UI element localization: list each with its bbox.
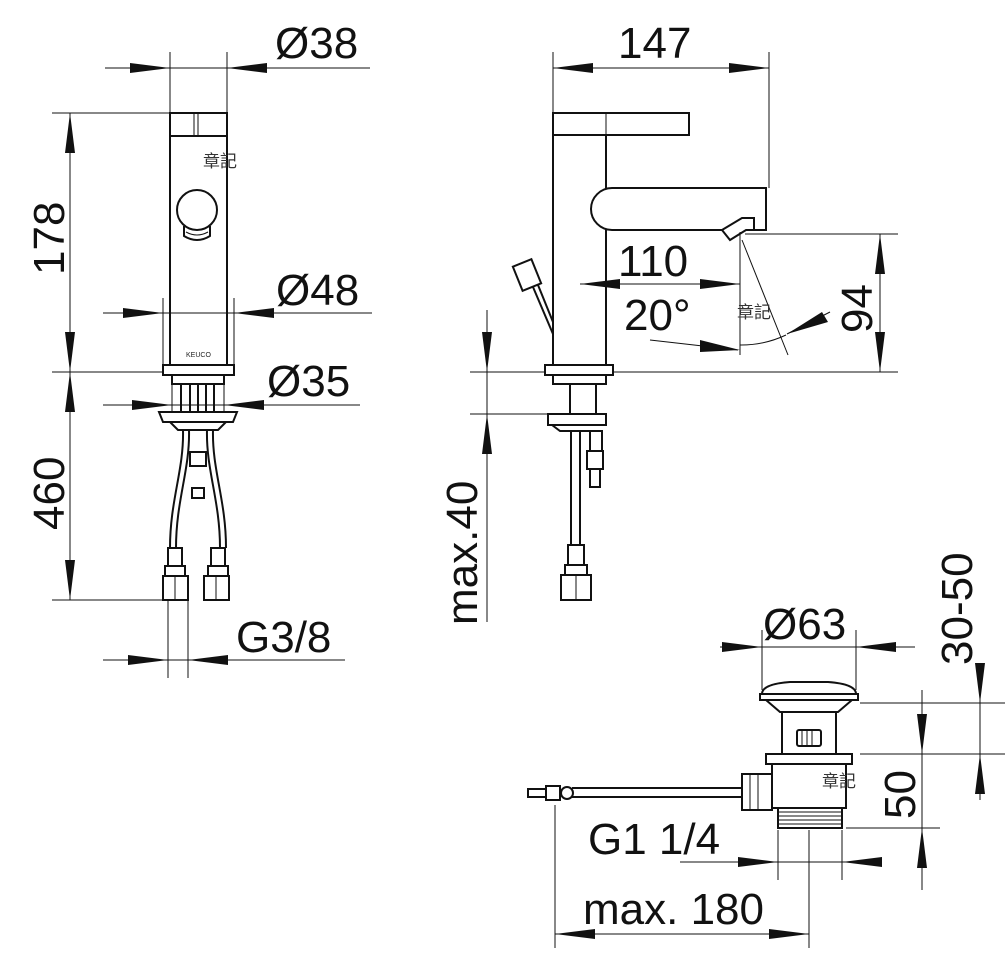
front-dimensions: Ø38 178 Ø48 Ø35 460 G3/8 xyxy=(25,19,372,678)
dim-waste-cap-diameter: Ø63 xyxy=(763,600,846,649)
waste-dimensions: Ø63 30-50 50 G1 1/4 max. 180 xyxy=(554,552,1005,948)
waste-thread xyxy=(777,807,843,829)
dim-side-spout-height: 94 xyxy=(833,284,882,333)
dim-side-reach: 110 xyxy=(618,237,688,286)
front-mounting-plate xyxy=(157,411,239,423)
dim-front-top-diameter: Ø38 xyxy=(275,19,358,68)
side-aerator xyxy=(720,217,755,242)
side-view xyxy=(511,112,767,601)
dim-side-angle: 20° xyxy=(624,291,691,340)
side-faucet-body xyxy=(552,134,607,366)
watermark-stamp: 章記 xyxy=(203,152,237,172)
watermark-stamp-3: 章記 xyxy=(822,772,856,792)
front-view: KEUCO 章記 xyxy=(157,112,239,601)
watermark-stamp-2: 章記 xyxy=(737,303,771,323)
dim-waste-adjust-range: 30-50 xyxy=(933,552,982,665)
front-aerator xyxy=(176,189,218,231)
side-dimensions: 147 110 20° 94 max.40 章記 xyxy=(438,19,898,625)
dim-front-base-diameter: Ø48 xyxy=(276,266,359,315)
waste-cap xyxy=(760,681,858,695)
side-popup-knob xyxy=(511,257,543,293)
front-base-flange xyxy=(162,364,235,376)
front-faucet-body xyxy=(169,135,228,366)
dim-front-height: 178 xyxy=(25,202,74,275)
dim-front-thread: G3/8 xyxy=(236,613,331,662)
dim-side-width: 147 xyxy=(618,19,691,68)
dim-side-max-thickness: max.40 xyxy=(438,481,487,625)
waste-view: 章記 xyxy=(527,681,859,829)
dim-waste-height: 50 xyxy=(876,770,925,819)
dim-waste-max-length: max. 180 xyxy=(583,885,764,934)
dim-front-flange-diameter: Ø35 xyxy=(267,357,350,406)
brand-mark: KEUCO xyxy=(186,352,211,359)
dim-waste-thread: G1 1/4 xyxy=(588,815,720,864)
side-lever xyxy=(552,112,690,136)
dim-front-hose-length: 460 xyxy=(25,457,74,530)
